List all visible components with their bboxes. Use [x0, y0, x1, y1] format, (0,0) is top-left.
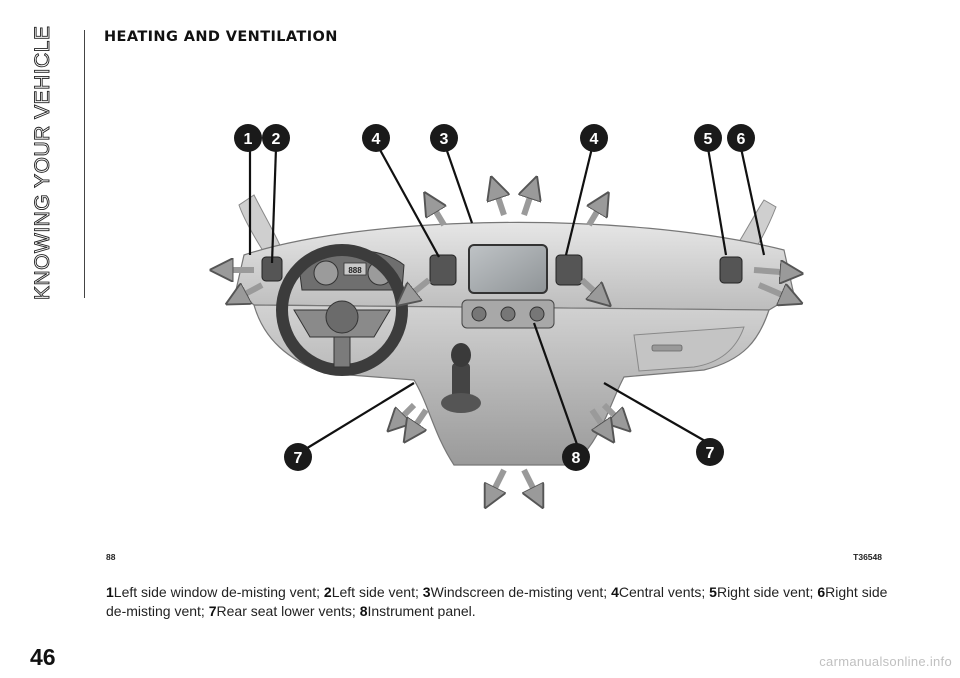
legend-num-2: 2 [323, 584, 332, 600]
legend-num-3: 3 [422, 584, 431, 600]
legend-num-1: 1 [106, 584, 114, 600]
svg-text:5: 5 [704, 131, 713, 148]
glove-box-handle [651, 344, 683, 352]
svg-text:6: 6 [737, 131, 746, 148]
callout-2: 2 [262, 124, 290, 152]
legend-text-1: Left side window de-misting vent; [113, 584, 321, 600]
dashboard-illustration: 888 [104, 124, 884, 555]
callout-8: 8 [562, 443, 590, 471]
legend-text-7: Rear seat lower vents; [216, 603, 356, 619]
callout-5: 5 [694, 124, 722, 152]
legend-text-4: Central vents; [618, 584, 706, 600]
chapter-side-label: KNOWING YOUR VEHICLE [31, 25, 55, 300]
callout-badges: 1 2 4 3 4 5 6 [234, 124, 755, 471]
callout-7-left: 7 [284, 443, 312, 471]
svg-text:7: 7 [706, 445, 715, 462]
legend-num-8: 8 [359, 603, 368, 619]
gear-lever [441, 343, 481, 413]
climate-control-panel [461, 299, 555, 329]
legend-text-2: Left side vent; [331, 584, 419, 600]
svg-text:2: 2 [272, 131, 281, 148]
watermark: carmanualsonline.info [819, 654, 952, 669]
vent-central-right [555, 254, 583, 286]
callout-4-left: 4 [362, 124, 390, 152]
legend-num-6: 6 [817, 584, 826, 600]
airflow-arrows [219, 185, 794, 500]
callout-leader-lines [248, 147, 766, 451]
figure-code: T36548 [853, 552, 882, 562]
callout-6: 6 [727, 124, 755, 152]
odometer-display: 888 [348, 266, 362, 275]
figure-legend: 1Left side window de-misting vent; 2Left… [106, 583, 896, 621]
callout-4-right: 4 [580, 124, 608, 152]
vent-central-left [429, 254, 457, 286]
legend-num-7: 7 [208, 603, 217, 619]
dashboard-figure: 888 [104, 105, 884, 555]
vent-right-side [719, 256, 743, 284]
callout-1: 1 [234, 124, 262, 152]
legend-text-5: Right side vent; [716, 584, 814, 600]
page-number: 46 [30, 644, 56, 670]
svg-text:1: 1 [244, 131, 253, 148]
svg-text:4: 4 [590, 131, 599, 148]
legend-text-8: Instrument panel. [367, 603, 476, 619]
steering-wheel [276, 244, 408, 376]
callout-7-right: 7 [696, 438, 724, 466]
legend-num-4: 4 [611, 584, 619, 600]
svg-text:8: 8 [572, 450, 581, 467]
legend-num-5: 5 [709, 584, 717, 600]
callout-3: 3 [430, 124, 458, 152]
figure-number: 88 [106, 552, 116, 562]
legend-text-3: Windscreen de-misting vent; [430, 584, 608, 600]
glove-box [633, 326, 745, 372]
infotainment-screen [468, 244, 548, 294]
section-title: HEATING AND VENTILATION [104, 29, 338, 45]
svg-text:7: 7 [294, 450, 303, 467]
svg-text:3: 3 [440, 131, 449, 148]
chapter-rule [84, 30, 85, 298]
legend-text-6: Right side de-misting vent; [106, 584, 888, 619]
svg-text:4: 4 [372, 131, 381, 148]
